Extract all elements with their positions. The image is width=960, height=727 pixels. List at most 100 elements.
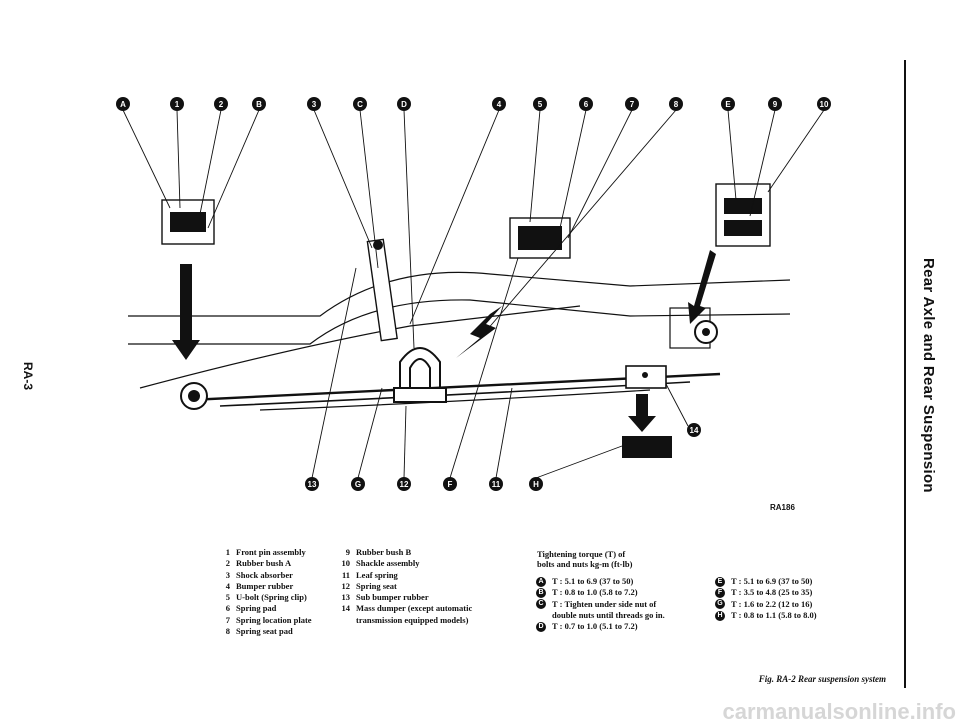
callout-4: 4	[492, 97, 506, 111]
torque-heading: Tightening torque (T) of bolts and nuts …	[537, 549, 633, 569]
svg-text:8: 8	[674, 100, 679, 109]
leader-lines	[122, 109, 825, 479]
svg-text:G: G	[355, 480, 361, 489]
svg-text:14: 14	[690, 426, 699, 435]
torque-key-badge: G	[715, 599, 725, 610]
torque-key-badge: A	[536, 576, 546, 587]
detail-mass-damper	[622, 394, 672, 458]
svg-text:6: 6	[584, 100, 589, 109]
svg-text:3: 3	[312, 100, 317, 109]
detail-shackle	[688, 183, 771, 324]
callout-10: 10	[817, 97, 831, 111]
callout-A: A	[116, 97, 130, 111]
svg-text:E: E	[725, 100, 731, 109]
section-title: Rear Axle and Rear Suspension	[920, 258, 937, 493]
svg-text:11: 11	[492, 480, 501, 489]
torque-item-continued: double nuts until threads go in.	[552, 609, 665, 620]
callout-5: 5	[533, 97, 547, 111]
svg-text:F: F	[448, 480, 453, 489]
callout-7: 7	[625, 97, 639, 111]
figure-code: RA186	[770, 503, 795, 512]
callout-D: D	[397, 97, 411, 111]
figure-caption: Fig. RA-2 Rear suspension system	[758, 674, 886, 684]
svg-text:2: 2	[219, 100, 224, 109]
rear-suspension-diagram: A 1 2 B 3 C D 4 5 6 7 8 E 9 10 13 G 12 F…	[116, 97, 831, 491]
svg-text:4: 4	[497, 100, 502, 109]
callout-9: 9	[768, 97, 782, 111]
svg-text:12: 12	[400, 480, 409, 489]
torque-key-badge: B	[536, 587, 546, 598]
mass-damper	[625, 365, 667, 389]
svg-text:7: 7	[630, 100, 635, 109]
callouts-top: A 1 2 B 3 C D 4 5 6 7 8 E 9 10	[116, 97, 831, 111]
callout-1: 1	[170, 97, 184, 111]
callout-11: 11	[489, 477, 503, 491]
callout-14: 14	[687, 423, 701, 437]
callout-6: 6	[579, 97, 593, 111]
callout-3: 3	[307, 97, 321, 111]
svg-text:C: C	[357, 100, 363, 109]
callout-B: B	[252, 97, 266, 111]
callout-C: C	[353, 97, 367, 111]
svg-text:5: 5	[538, 100, 543, 109]
page-number: RA-3	[21, 361, 35, 390]
svg-text:1: 1	[175, 100, 180, 109]
shock-absorber	[366, 238, 398, 342]
detail-front-pin	[161, 199, 215, 360]
callout-E: E	[721, 97, 735, 111]
svg-text:A: A	[120, 100, 126, 109]
callout-F: F	[443, 477, 457, 491]
chassis-frame	[128, 271, 791, 389]
front-eye	[180, 382, 208, 410]
callout-13: 13	[305, 477, 319, 491]
callouts-bottom: 13 G 12 F 11 H 14	[305, 423, 701, 491]
torque-key-badge: H	[715, 610, 725, 621]
callout-8: 8	[669, 97, 683, 111]
torque-key-badge: F	[715, 587, 725, 598]
callout-G: G	[351, 477, 365, 491]
torque-key-badge: D	[536, 621, 546, 632]
torque-key-badge: E	[715, 576, 725, 587]
rear-shackle	[669, 307, 718, 349]
callout-H: H	[529, 477, 543, 491]
svg-text:10: 10	[820, 100, 829, 109]
svg-text:13: 13	[308, 480, 317, 489]
list-item-continued: transmission equipped models)	[356, 614, 469, 625]
svg-text:D: D	[401, 100, 407, 109]
u-bolt-assembly	[393, 347, 447, 403]
detail-spring-seat	[456, 217, 571, 358]
callout-2: 2	[214, 97, 228, 111]
svg-text:B: B	[256, 100, 262, 109]
torque-key-badge: C	[536, 599, 546, 610]
watermark: carmanualsonline.info	[722, 699, 957, 724]
svg-text:H: H	[533, 480, 539, 489]
svg-text:9: 9	[773, 100, 778, 109]
callout-12: 12	[397, 477, 411, 491]
